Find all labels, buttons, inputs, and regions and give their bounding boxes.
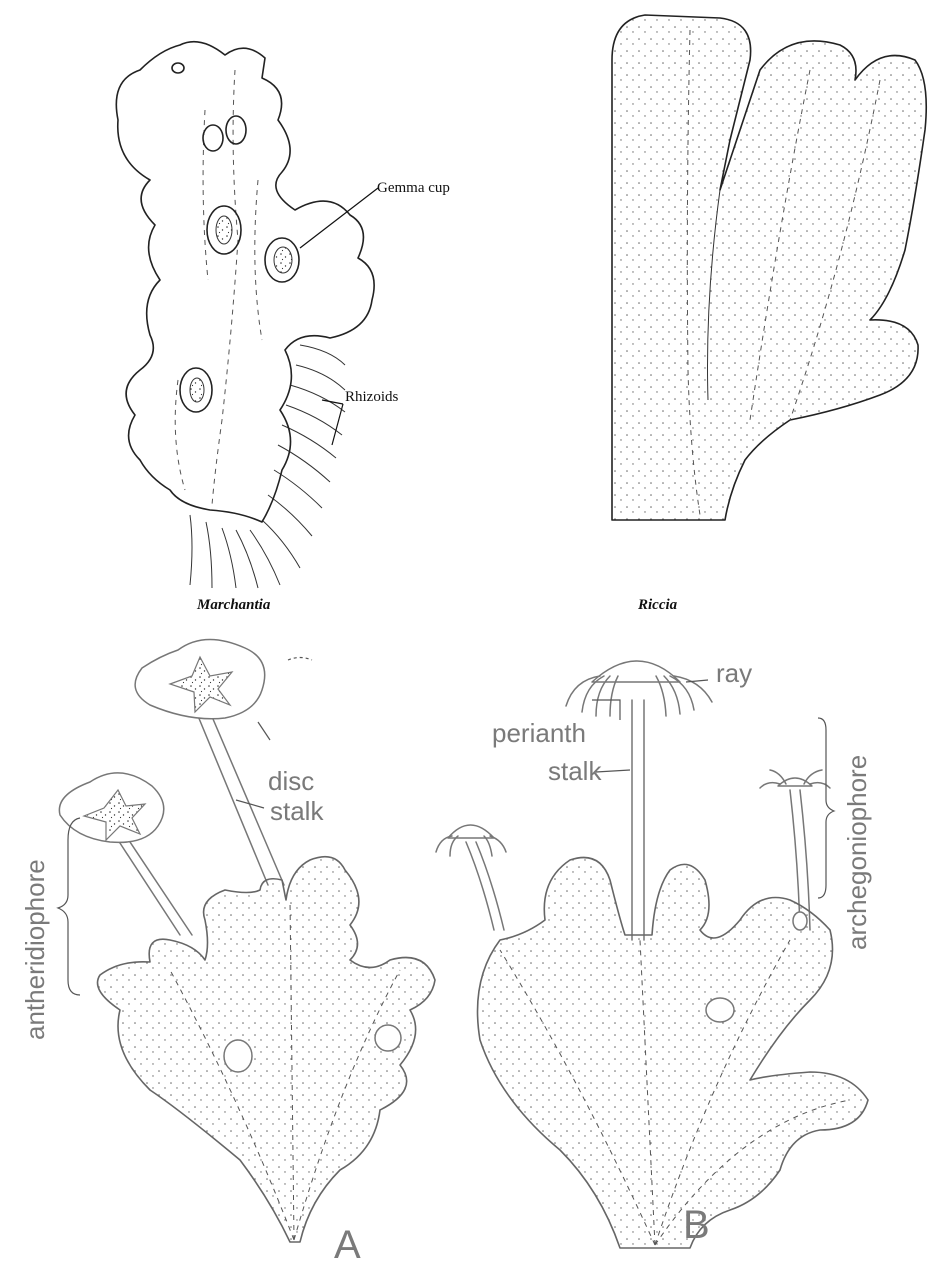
thallus-b [478, 858, 869, 1249]
receptacle-main [566, 661, 712, 716]
ray-label: ray [716, 658, 752, 688]
panel-b-archegoniophore: ray perianth stalk archegoniophore B [436, 658, 872, 1248]
receptacle-right [760, 770, 830, 788]
panel-a-antheridiophore: disc stalk antheridiophore A [20, 639, 435, 1267]
marchantia-caption: Marchantia [196, 597, 271, 613]
antheridiophore-label: antheridiophore [20, 859, 50, 1040]
disc-label: disc [268, 766, 314, 796]
rhizoids-lines [190, 345, 345, 588]
stalk-a-label: stalk [270, 796, 324, 826]
marchantia-thallus [116, 42, 374, 522]
gemma-cup-label: Gemma cup [377, 180, 450, 196]
marchantia-drawing: Gemma cup Rhizoids Marchantia [116, 42, 450, 613]
rhizoids-label: Rhizoids [345, 389, 398, 405]
archegoniophore-label: archegoniophore [842, 755, 872, 950]
riccia-drawing: Riccia [612, 15, 926, 613]
stalk-b-label: stalk [548, 756, 602, 786]
receptacle-left [436, 825, 506, 856]
riccia-thallus [612, 15, 926, 520]
panel-a-label: A [334, 1223, 361, 1267]
panel-b-label: B [683, 1203, 710, 1247]
riccia-caption: Riccia [637, 597, 678, 613]
perianth-label: perianth [492, 718, 586, 748]
